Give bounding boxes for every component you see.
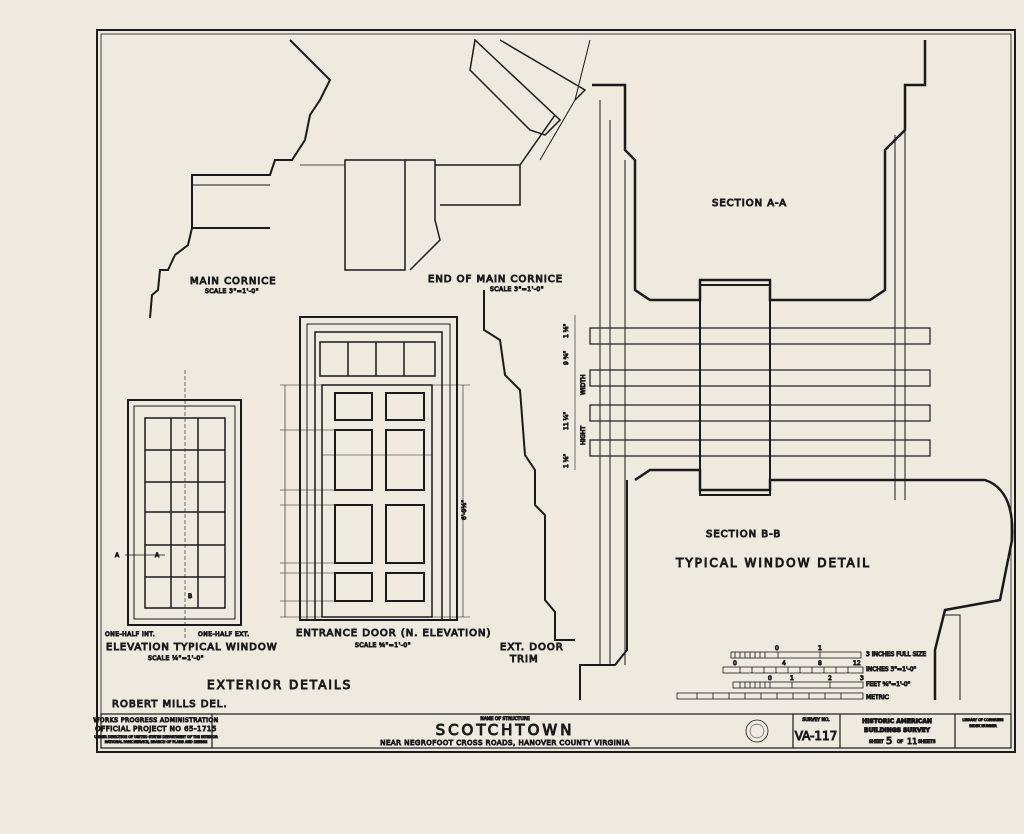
structure-name: SCOTCHTOWN xyxy=(436,721,575,739)
dim-1-1-2-top: 1 ½" xyxy=(563,323,570,338)
inch-tick-8: 8 xyxy=(818,660,822,667)
inch-tick-0: 0 xyxy=(733,660,737,667)
habs-line-1: HISTORIC AMERICAN xyxy=(862,718,932,725)
feet-tick-3: 3 xyxy=(860,675,864,682)
dim-11-1-4: 11 ¼" xyxy=(563,412,570,430)
graphic-scales xyxy=(676,651,864,700)
window-section-mark-b: B xyxy=(188,593,192,600)
sheet-suffix: SHEETS xyxy=(918,739,936,745)
end-cornice-title: END OF MAIN CORNICE xyxy=(428,274,563,285)
wpa-line-2: OFFICIAL PROJECT NO 65-1715 xyxy=(95,725,217,733)
section-bb-label: SECTION B-B xyxy=(706,529,781,540)
end-cornice-scale: SCALE 3"=1'-0" xyxy=(490,286,544,293)
sheet-border xyxy=(96,29,1016,753)
exterior-details-title: EXTERIOR DETAILS xyxy=(207,678,352,692)
inch-tick-12: 12 xyxy=(853,660,861,667)
door-scale: SCALE ¾"=1'-0" xyxy=(355,642,411,649)
window-scale: SCALE ¼"=1'-0" xyxy=(148,655,204,662)
wpa-line-3: UNDER DIRECTION OF UNITED STATES DEPARTM… xyxy=(94,735,218,739)
sheet-prefix: SHEET xyxy=(869,739,884,745)
typical-window-elevation xyxy=(125,370,242,640)
loc-line-1: LIBRARY OF CONGRESS xyxy=(962,718,1004,722)
habs-line-2: BUILDINGS SURVEY xyxy=(864,727,931,734)
window-section-mark-a: A xyxy=(115,552,120,559)
full-size-tick-0: 0 xyxy=(775,645,779,652)
window-half-int: ONE-HALF INT. xyxy=(105,631,155,638)
survey-no: VA-117 xyxy=(795,729,838,743)
window-half-ext: ONE-HALF EXT. xyxy=(198,631,250,638)
wpa-line-4: NATIONAL PARK SERVICE, BRANCH OF PLANS A… xyxy=(105,740,208,744)
full-size-label: 3 INCHES FULL SIZE xyxy=(866,651,926,658)
typical-window-detail-label: TYPICAL WINDOW DETAIL xyxy=(675,556,871,570)
feet-label: FEET ¾"=1'-0" xyxy=(866,681,911,688)
main-cornice-title: MAIN CORNICE xyxy=(190,276,277,287)
delineator-credit: ROBERT MILLS DEL. xyxy=(112,699,228,710)
full-size-tick-1: 1 xyxy=(818,645,822,652)
metric-label: METRIC xyxy=(866,694,889,701)
feet-tick-1: 1 xyxy=(790,675,794,682)
feet-tick-2: 2 xyxy=(828,675,832,682)
sheet-total: 11 xyxy=(907,737,917,746)
section-aa-label: SECTION A-A xyxy=(712,198,787,209)
window-section-detail xyxy=(574,40,1014,700)
inch-tick-4: 4 xyxy=(782,660,786,667)
dim-9-3-4: 9 ¾" xyxy=(563,350,570,365)
sheet-of: OF xyxy=(897,739,904,745)
dim-1-1-2-bottom: 1 ½" xyxy=(563,453,570,468)
end-of-main-cornice-profile xyxy=(300,38,591,271)
door-trim-profile xyxy=(483,290,575,641)
main-cornice-scale: SCALE 3"=1'-0" xyxy=(205,288,259,295)
inch-label: INCHES 3"=1'-0" xyxy=(866,666,917,673)
structure-name-label: NAME OF STRUCTURE xyxy=(480,716,529,722)
window-width-label: WIDTH xyxy=(580,375,587,396)
entrance-door-elevation xyxy=(280,316,470,621)
window-section-mark-a2: A xyxy=(155,552,160,559)
loc-line-2: INDEX NUMBER xyxy=(969,724,997,728)
door-trim-label-2: TRIM xyxy=(509,654,539,665)
main-cornice-profile xyxy=(149,39,332,319)
door-overall-height: 6'-9½" xyxy=(461,500,468,520)
door-title: ENTRANCE DOOR (N. ELEVATION) xyxy=(296,628,491,639)
feet-tick-0: 0 xyxy=(768,675,772,682)
door-trim-label-1: EXT. DOOR xyxy=(500,642,564,653)
survey-no-label: SURVEY NO. xyxy=(802,717,829,723)
window-height-label: HIGHT xyxy=(580,426,587,445)
title-block xyxy=(100,713,1012,749)
sheet-number: 5 xyxy=(886,736,892,747)
wpa-line-1: WORKS PROGRESS ADMINISTRATION xyxy=(93,717,218,724)
window-title: ELEVATION TYPICAL WINDOW xyxy=(106,642,278,653)
structure-location: NEAR NEGROFOOT CROSS ROADS, HANOVER COUN… xyxy=(380,739,630,747)
